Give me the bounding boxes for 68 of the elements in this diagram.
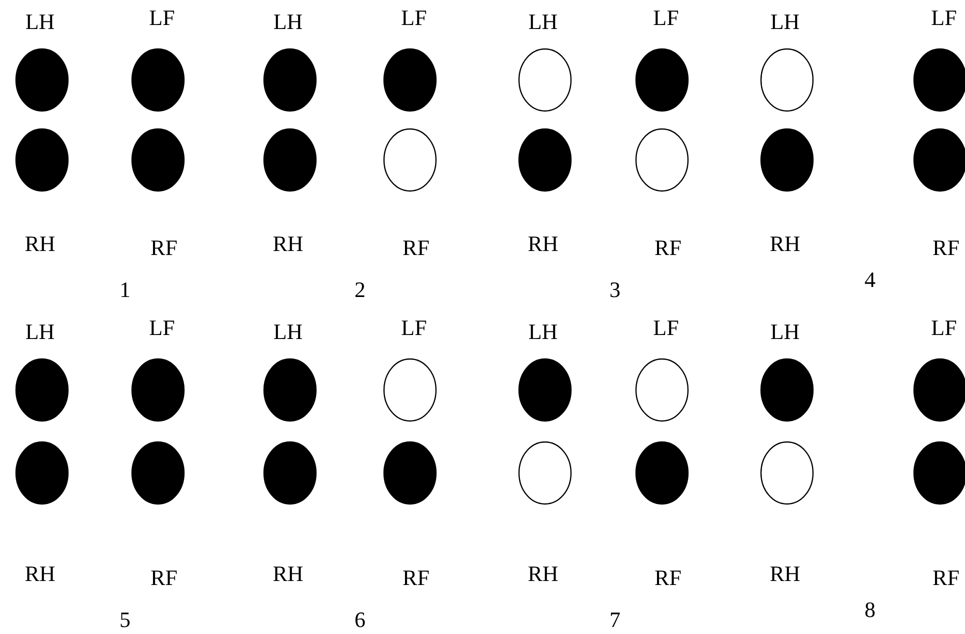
empty-footprint-ellipse xyxy=(518,441,572,505)
limb-label: RF xyxy=(932,236,960,260)
limb-label: LF xyxy=(931,6,957,30)
panel-number: 3 xyxy=(610,278,620,302)
limb-label: LH xyxy=(528,10,558,34)
empty-footprint-ellipse xyxy=(635,358,689,422)
filled-footprint-ellipse xyxy=(131,441,185,505)
filled-footprint-ellipse xyxy=(263,358,317,422)
filled-footprint-ellipse xyxy=(15,441,69,505)
filled-footprint-ellipse xyxy=(263,441,317,505)
limb-label: LH xyxy=(273,10,303,34)
panel-number: 5 xyxy=(120,608,130,632)
limb-label: RF xyxy=(150,566,178,590)
panel-number: 8 xyxy=(864,598,876,622)
limb-label: LH xyxy=(25,320,55,344)
limb-label: LF xyxy=(653,6,679,30)
filled-footprint-ellipse xyxy=(15,358,69,422)
limb-label: RH xyxy=(24,562,56,586)
limb-label: LF xyxy=(401,6,427,30)
limb-label: RF xyxy=(402,236,430,260)
filled-footprint-ellipse xyxy=(15,48,69,112)
panel-number: 6 xyxy=(354,608,366,632)
limb-label: RH xyxy=(528,232,558,256)
panel-number: 2 xyxy=(354,278,366,302)
limb-label: LF xyxy=(149,316,175,340)
empty-footprint-ellipse xyxy=(518,48,572,112)
limb-label: LH xyxy=(770,320,800,344)
filled-footprint-ellipse xyxy=(131,358,185,422)
panel-number: 7 xyxy=(610,608,620,632)
limb-label: LF xyxy=(401,316,427,340)
filled-footprint-ellipse xyxy=(263,128,317,192)
filled-footprint-ellipse xyxy=(635,441,689,505)
limb-label: LF xyxy=(149,6,175,30)
limb-label: LH xyxy=(25,10,55,34)
empty-footprint-ellipse xyxy=(635,128,689,192)
limb-label: LH xyxy=(528,320,558,344)
filled-footprint-ellipse xyxy=(131,48,185,112)
limb-label: RF xyxy=(654,236,682,260)
limb-label: RF xyxy=(150,236,178,260)
filled-footprint-ellipse xyxy=(760,358,814,422)
panel-number: 4 xyxy=(864,268,876,292)
limb-label: RH xyxy=(770,562,800,586)
filled-footprint-ellipse xyxy=(635,48,689,112)
filled-footprint-ellipse xyxy=(518,358,572,422)
filled-footprint-ellipse xyxy=(760,128,814,192)
limb-label: RF xyxy=(932,566,960,590)
panel-number: 1 xyxy=(120,278,130,302)
limb-label: RH xyxy=(24,232,56,256)
limb-label: RF xyxy=(402,566,430,590)
limb-label: RH xyxy=(528,562,558,586)
filled-footprint-ellipse xyxy=(263,48,317,112)
filled-footprint-ellipse xyxy=(383,48,437,112)
limb-label: LH xyxy=(273,320,303,344)
filled-footprint-ellipse xyxy=(15,128,69,192)
limb-label: RH xyxy=(272,232,304,256)
limb-label: RH xyxy=(770,232,800,256)
empty-footprint-ellipse xyxy=(760,48,814,112)
empty-footprint-ellipse xyxy=(383,128,437,192)
filled-footprint-ellipse xyxy=(383,441,437,505)
filled-footprint-ellipse xyxy=(131,128,185,192)
empty-footprint-ellipse xyxy=(760,441,814,505)
empty-footprint-ellipse xyxy=(383,358,437,422)
limb-label: LF xyxy=(653,316,679,340)
limb-label: RH xyxy=(272,562,304,586)
limb-label: LH xyxy=(770,10,800,34)
limb-label: LF xyxy=(931,316,957,340)
limb-label: RF xyxy=(654,566,682,590)
filled-footprint-ellipse xyxy=(518,128,572,192)
